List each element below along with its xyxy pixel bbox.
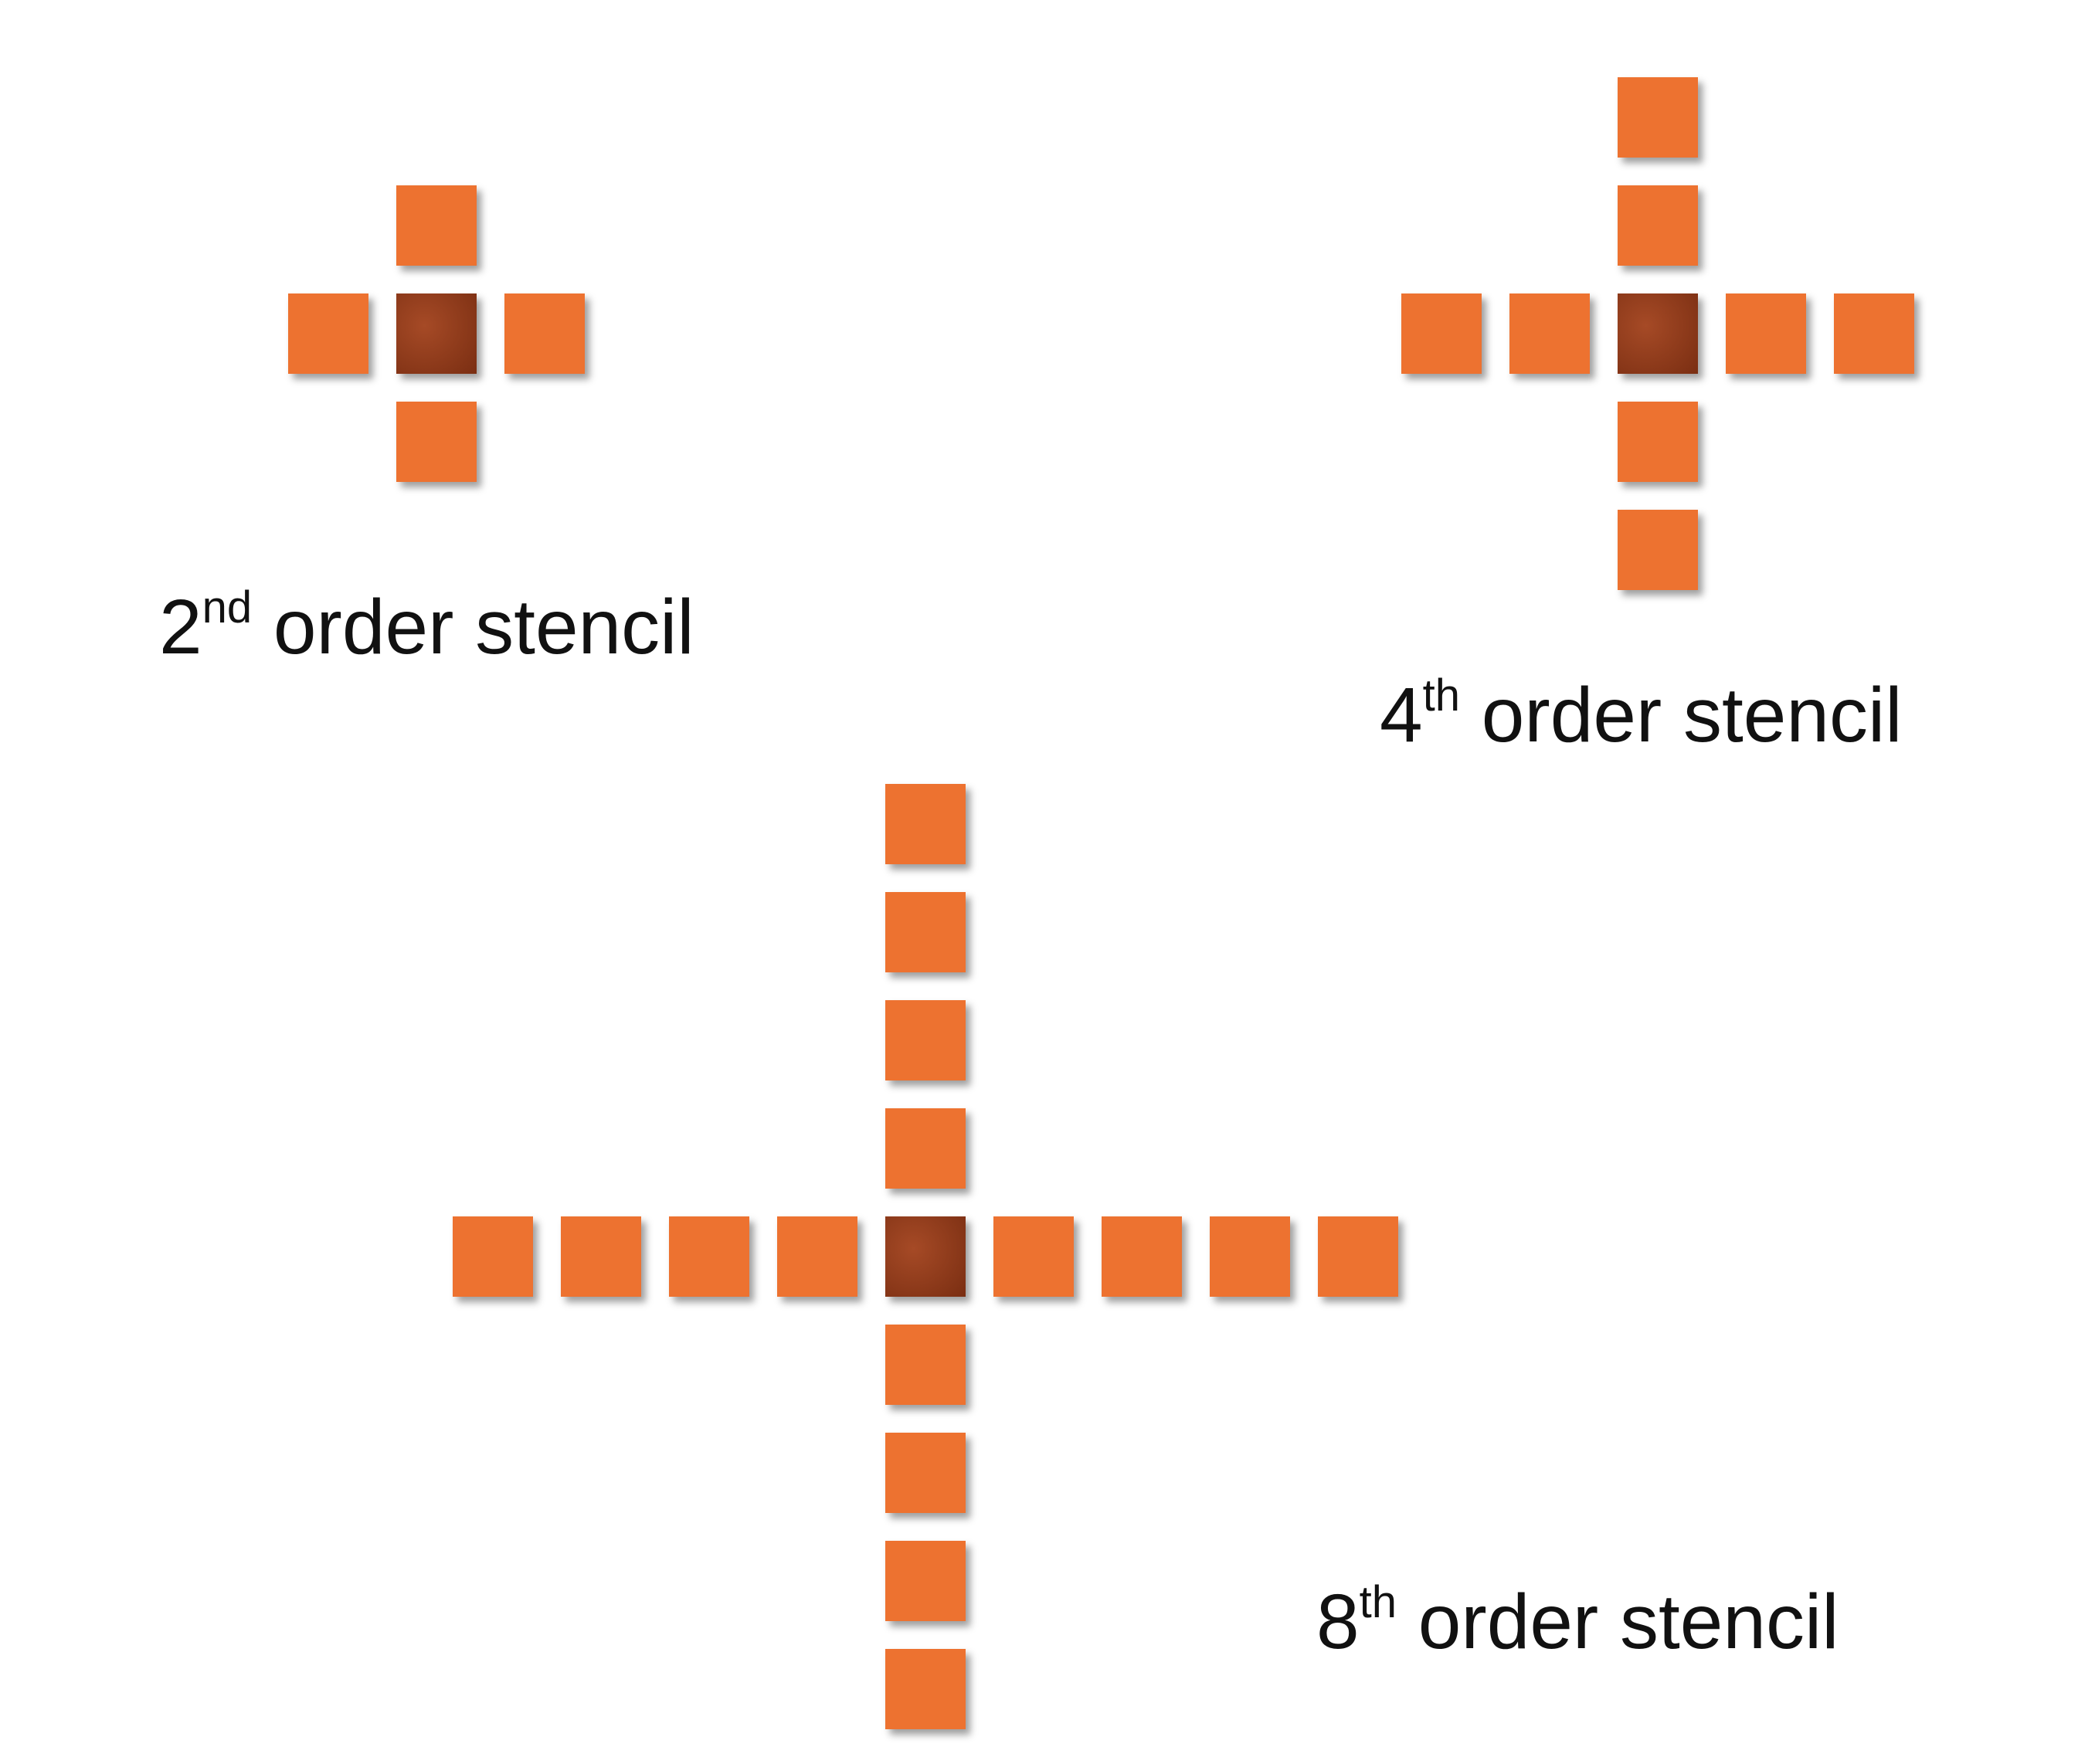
stencil-neighbor-cell: [1726, 293, 1806, 374]
stencil-neighbor-cell: [1509, 293, 1590, 374]
stencil-neighbor-cell: [993, 1216, 1074, 1297]
label-order-suffix: nd: [202, 582, 253, 633]
label-eighth-order: 8th order stencil: [1316, 1579, 1839, 1661]
label-order-number: 2: [159, 584, 202, 670]
label-fourth-order: 4th order stencil: [1380, 673, 1902, 754]
stencil-neighbor-cell: [504, 293, 585, 374]
stencil-neighbor-cell: [1102, 1216, 1182, 1297]
label-order-text: order stencil: [1460, 672, 1903, 758]
stencil-neighbor-cell: [1618, 402, 1698, 482]
label-order-suffix: th: [1422, 670, 1460, 721]
stencil-neighbor-cell: [885, 1000, 966, 1080]
stencil-neighbor-cell: [396, 402, 477, 482]
label-second-order: 2nd order stencil: [159, 585, 694, 666]
stencil-neighbor-cell: [1834, 293, 1914, 374]
stencil-neighbor-cell: [288, 293, 368, 374]
stencil-center-cell: [396, 293, 477, 374]
stencil-neighbor-cell: [1618, 510, 1698, 590]
stencil-neighbor-cell: [777, 1216, 857, 1297]
stencil-neighbor-cell: [885, 1541, 966, 1621]
stencil-neighbor-cell: [1618, 77, 1698, 158]
stencil-neighbor-cell: [669, 1216, 749, 1297]
stencil-neighbor-cell: [885, 1325, 966, 1405]
stencil-neighbor-cell: [885, 1649, 966, 1729]
stencil-neighbor-cell: [885, 784, 966, 864]
stencil-neighbor-cell: [885, 1433, 966, 1513]
label-order-number: 4: [1380, 672, 1423, 758]
label-order-number: 8: [1316, 1579, 1360, 1665]
stencil-neighbor-cell: [885, 892, 966, 972]
stencil-neighbor-cell: [1318, 1216, 1398, 1297]
stencil-neighbor-cell: [1618, 185, 1698, 266]
stencil-neighbor-cell: [561, 1216, 641, 1297]
label-order-text: order stencil: [252, 584, 694, 670]
stencil-neighbor-cell: [885, 1108, 966, 1189]
stencil-neighbor-cell: [1210, 1216, 1290, 1297]
stencil-center-cell: [1618, 293, 1698, 374]
stencil-neighbor-cell: [396, 185, 477, 266]
stencil-neighbor-cell: [1401, 293, 1482, 374]
label-order-text: order stencil: [1397, 1579, 1839, 1665]
stencil-neighbor-cell: [453, 1216, 533, 1297]
stencil-center-cell: [885, 1216, 966, 1297]
label-order-suffix: th: [1359, 1576, 1397, 1627]
